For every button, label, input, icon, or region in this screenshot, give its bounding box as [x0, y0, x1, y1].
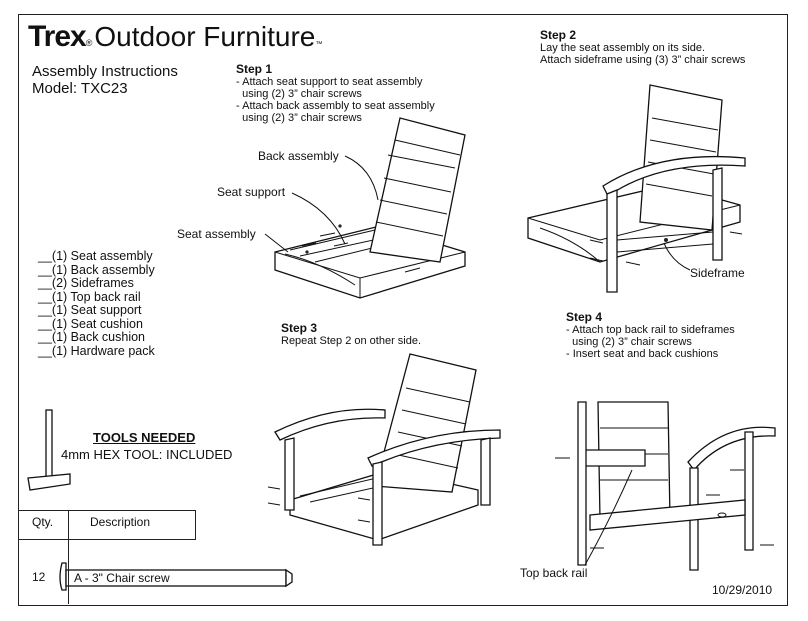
step1-drawing — [264, 117, 466, 299]
title-line-1: Assembly Instructions — [32, 63, 178, 80]
step4-instructions: Step 4 - Attach top back rail to sidefra… — [566, 310, 735, 361]
step2-line: Attach sideframe using (3) 3” chair scre… — [540, 54, 746, 66]
step1-line: - Attach seat support to seat assembly — [236, 76, 423, 88]
parts-list-item: __(1) Seat assembly — [38, 249, 153, 263]
step2-line: Lay the seat assembly on its side. — [540, 42, 706, 54]
step3-heading: Step 3 — [281, 321, 318, 335]
step4-line: - Attach top back rail to sideframes — [566, 324, 735, 336]
hex-tool-icon — [27, 409, 71, 491]
step1-heading: Step 1 — [236, 62, 273, 76]
page-border — [18, 14, 788, 606]
screw-description: A - 3" Chair screw — [74, 571, 170, 585]
chair-screw-icon — [59, 562, 293, 591]
step3-drawing — [267, 353, 501, 546]
parts-list-item: __(1) Back cushion — [38, 330, 146, 344]
step4-line: using (2) 3” chair screws — [566, 336, 692, 348]
table-header-row — [18, 510, 196, 540]
step4-heading: Step 4 — [566, 310, 603, 324]
step1-line: using (2) 3” chair screws — [236, 88, 362, 100]
parts-list-item: __(1) Back assembly — [38, 262, 155, 277]
step2-instructions: Step 2 Lay the seat assembly on its side… — [540, 28, 746, 67]
parts-list-item: __(1) Hardware pack — [38, 343, 155, 358]
parts-list-item: __(1) Top back rail — [38, 289, 141, 304]
step3-line: Repeat Step 2 on other side. — [281, 335, 422, 347]
trex-logo: Trex ® Outdoor Furniture ™ — [28, 20, 322, 54]
hardware-table: Qty. Description 12 — [18, 510, 196, 604]
qty-header: Qty. — [32, 515, 54, 529]
description-header: Description — [90, 515, 151, 529]
tools-text: 4mm HEX TOOL: INCLUDED — [61, 447, 233, 462]
step1-line: - Attach back assembly to seat assembly — [236, 100, 435, 112]
parts-list-item: __(1) Seat support — [38, 303, 142, 317]
tools-heading: TOOLS NEEDED — [93, 430, 196, 445]
logo-brand: Trex — [28, 20, 87, 53]
step2-heading: Step 2 — [540, 28, 577, 42]
step4-line: - Insert seat and back cushions — [566, 348, 719, 360]
label-sideframe: Sideframe — [690, 266, 745, 280]
step4-drawing — [555, 401, 776, 571]
revision-date: 10/29/2010 — [712, 583, 773, 597]
label-seat-assembly: Seat assembly — [177, 227, 256, 241]
trademark-mark: ™ — [315, 41, 323, 48]
label-back-assembly: Back assembly — [258, 149, 339, 163]
label-top-back-rail: Top back rail — [520, 566, 588, 580]
step3-instructions: Step 3 Repeat Step 2 on other side. — [281, 321, 422, 348]
step1-instructions: Step 1 - Attach seat support to seat ass… — [236, 62, 435, 125]
parts-list-item: __(2) Sideframes — [38, 276, 134, 290]
parts-checklist: __(1) Seat assembly __(1) Back assembly … — [38, 249, 155, 358]
model-line: Model: TXC23 — [32, 80, 128, 97]
logo-product-line: Outdoor Furniture — [94, 21, 316, 52]
step2-drawing — [527, 84, 746, 293]
label-seat-support: Seat support — [217, 185, 286, 199]
step1-line: using (2) 3” chair screws — [236, 112, 362, 124]
qty-column — [18, 510, 69, 604]
document-title: Assembly Instructions Model: TXC23 — [32, 63, 178, 97]
qty-value: 12 — [32, 570, 46, 584]
registered-mark: ® — [85, 38, 93, 48]
parts-list-item: __(1) Seat cushion — [38, 316, 143, 331]
